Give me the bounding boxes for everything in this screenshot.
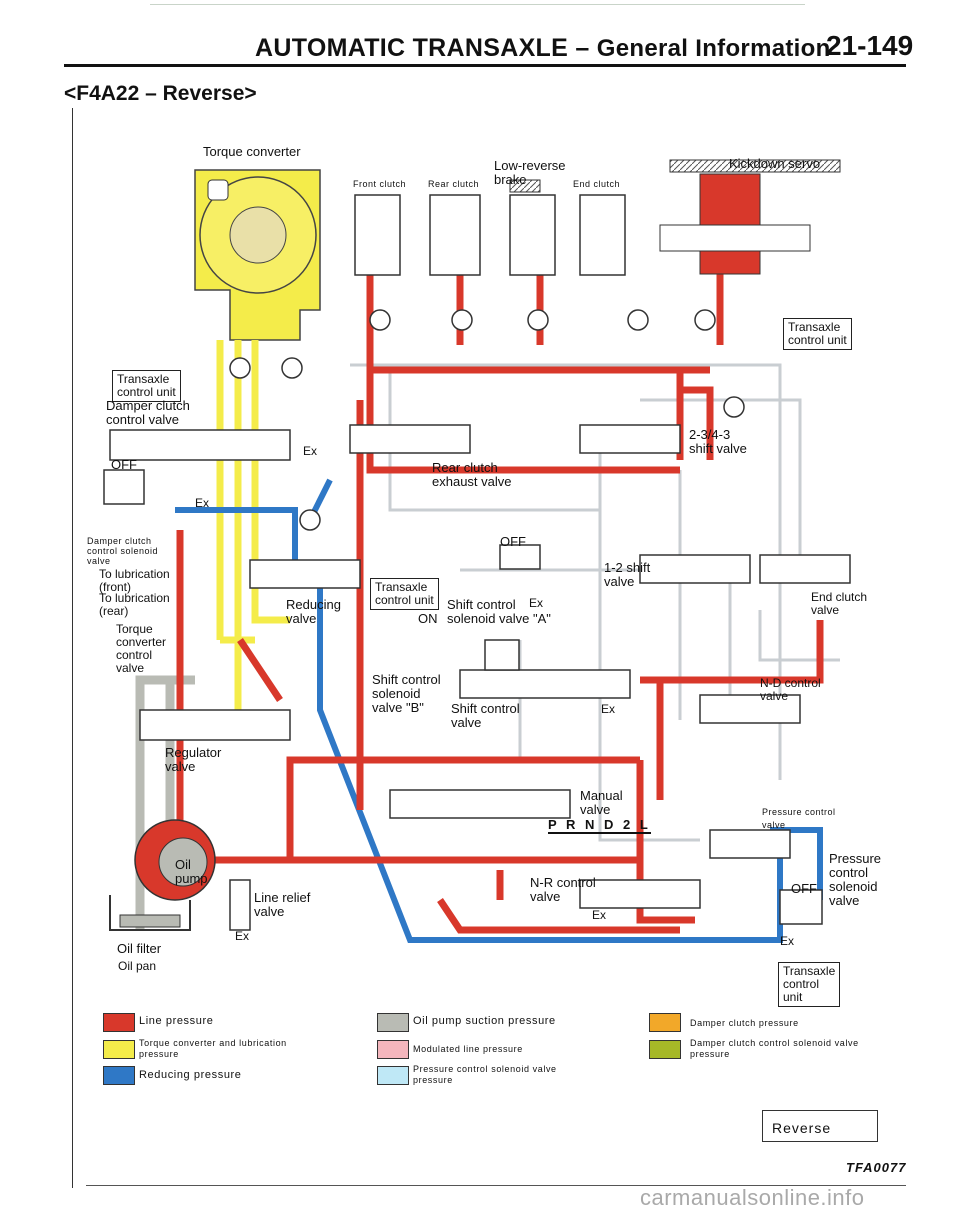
orifice-check-balls	[229, 309, 745, 531]
kickdown-servo-label: Kickdown servo	[729, 156, 821, 171]
line-relief-valve	[229, 879, 251, 931]
to-lubrication-front-label: To lubrication(front)	[99, 567, 170, 594]
oil-pump	[134, 819, 216, 901]
legend-swatch-pcs	[377, 1066, 409, 1085]
valve-bodies	[109, 424, 851, 909]
legend-swatch-suction	[377, 1013, 409, 1032]
exhaust-label: Ex	[195, 496, 210, 510]
exhaust-label: Ex	[592, 908, 607, 922]
exhaust-label: Ex	[529, 596, 544, 610]
legend-label-suction: Oil pump suction pressure	[413, 1015, 556, 1027]
left-margin-rule	[72, 108, 73, 1188]
legend-label-line: Line pressure	[139, 1015, 214, 1027]
exhaust-label: Ex	[601, 702, 616, 716]
page-number: 21-149	[826, 30, 914, 61]
legend-swatch-torque	[103, 1040, 135, 1059]
exhaust-label: Ex	[303, 444, 318, 458]
section-subtitle: <F4A22 – Reverse>	[64, 82, 257, 105]
off-label-left: OFF	[111, 457, 137, 472]
legend-swatch-modulated	[377, 1040, 409, 1059]
legend-label-torque: Torque converter and lubrication pressur…	[139, 1038, 287, 1059]
oil-pan-label: Oil pan	[118, 959, 157, 973]
off-label-mid: OFF	[500, 534, 526, 549]
exhaust-label: Ex	[780, 934, 795, 948]
torque-lubrication-lines	[216, 340, 290, 740]
oil-filter	[109, 895, 191, 931]
legend-swatch-damper	[649, 1013, 681, 1032]
top-rule	[150, 4, 805, 5]
solenoid-valves	[103, 469, 823, 925]
legend-swatch-line	[103, 1013, 135, 1032]
kickdown-servo	[659, 159, 841, 275]
legend-swatch-damper-control	[649, 1040, 681, 1059]
off-label-right: OFF	[791, 881, 817, 896]
legend-label-pcs: Pressure control solenoid valve pressure	[413, 1064, 557, 1085]
legend-swatch-reducing	[103, 1066, 135, 1085]
rear-clutch-label: Rear clutch	[428, 179, 480, 189]
figure-code: TFA0077	[846, 1160, 907, 1175]
legend-label-damper-control: Damper clutch control solenoid valve pre…	[690, 1038, 859, 1059]
legend-label-modulated: Modulated line pressure	[413, 1044, 523, 1054]
on-label-mid: ON	[418, 611, 438, 626]
clutch-pistons	[354, 194, 626, 276]
torque-converter	[194, 169, 321, 341]
mode-box	[762, 1110, 878, 1142]
torque-converter-label: Torque converter	[203, 144, 301, 159]
legend-label-damper: Damper clutch pressure	[690, 1018, 799, 1028]
legend-label-reducing: Reducing pressure	[139, 1069, 242, 1081]
to-lubrication-rear-label: To lubrication(rear)	[99, 591, 170, 618]
low-reverse-brake	[509, 179, 541, 193]
shift-range-indicator: P R N D 2 L	[548, 817, 651, 834]
watermark: carmanualsonline.info	[640, 1185, 865, 1210]
end-clutch-label: End clutch	[573, 179, 621, 189]
header-rule	[64, 64, 906, 67]
exhaust-label: Ex	[235, 929, 250, 943]
bottom-rule	[86, 1185, 906, 1186]
hydraulic-circuit-diagram	[103, 159, 851, 943]
front-clutch-label: Front clutch	[353, 179, 407, 189]
page-title: AUTOMATIC TRANSAXLE – General Informatio…	[255, 34, 831, 62]
oil-filter-label: Oil filter	[117, 941, 162, 956]
mode-label: Reverse	[772, 1120, 832, 1136]
